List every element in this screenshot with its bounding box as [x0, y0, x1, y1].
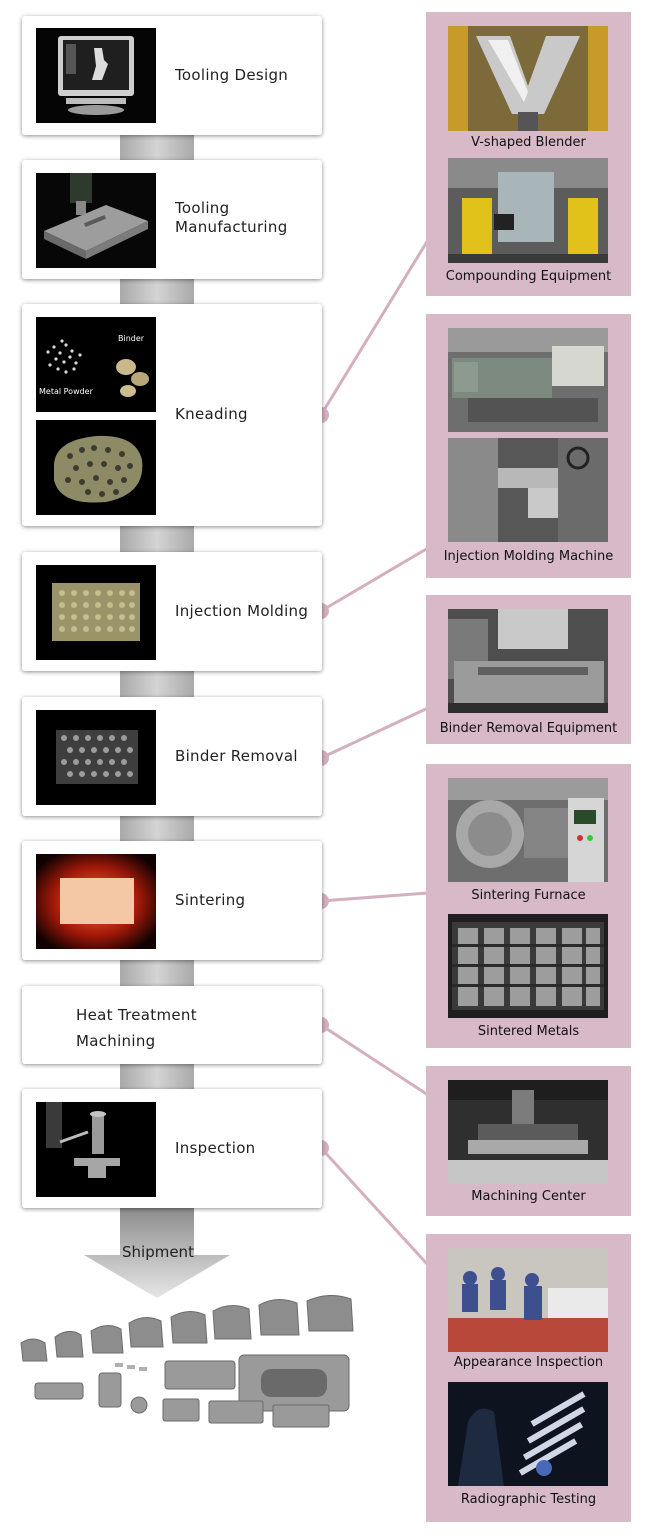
- step-tooling-design: Tooling Design: [22, 16, 322, 135]
- step-binder-removal: Binder Removal: [22, 697, 322, 816]
- equipment-caption: Sintered Metals: [477, 1024, 580, 1039]
- equipment-caption: Binder Removal Equipment: [439, 721, 618, 736]
- sintering-image: [36, 854, 156, 949]
- step-tooling-manufacturing: Tooling Manufacturing: [22, 160, 322, 279]
- equipment-panel-sintering: Sintering Furnace Sintered Metals: [426, 764, 631, 1048]
- equipment-panel-binder-removal: Binder Removal Equipment: [426, 595, 631, 744]
- inspection-image: [36, 1102, 156, 1197]
- injection-molding-machine-image-2: [448, 438, 608, 542]
- equipment-panel-kneading: V-shaped Blender Compounding Equipment: [426, 12, 631, 296]
- step-inspection: Inspection: [22, 1089, 322, 1208]
- binder-removal-equipment-image: [448, 609, 608, 713]
- binder-removal-image: [36, 710, 156, 805]
- shipped-parts-image: [20, 1295, 354, 1428]
- equipment-caption: Radiographic Testing: [460, 1492, 597, 1507]
- equipment-panel-machining: Machining Center: [426, 1066, 631, 1216]
- compounding-equipment-image: [448, 158, 608, 263]
- step-label: Tooling Manufacturing: [175, 199, 288, 236]
- kneaded-feedstock-image: [36, 420, 156, 515]
- equipment-caption: Machining Center: [471, 1189, 586, 1204]
- step-label: Sintering: [175, 891, 246, 909]
- step-label: Heat Treatment Machining: [76, 1006, 197, 1050]
- step-kneading: Binder Metal Powder Kneading: [22, 304, 322, 526]
- step-heat-treatment-machining: Heat Treatment Machining: [22, 986, 322, 1064]
- v-shaped-blender-image: [448, 26, 608, 131]
- step-label: Binder Removal: [175, 747, 298, 765]
- radiographic-testing-image: [448, 1382, 608, 1486]
- shipment-label: Shipment: [122, 1243, 194, 1261]
- equipment-caption: Sintering Furnace: [471, 888, 586, 903]
- sintered-metals-image: [448, 914, 608, 1018]
- tooling-design-image: [36, 28, 156, 123]
- sintering-furnace-image: [448, 778, 608, 882]
- connector-kneading: [319, 239, 430, 416]
- step-sintering: Sintering: [22, 841, 322, 960]
- equipment-caption: Injection Molding Machine: [443, 549, 614, 564]
- injection-molding-machine-image-1: [448, 328, 608, 432]
- metal-powder-label: Metal Powder: [39, 387, 93, 396]
- connector-inspection: [319, 1146, 430, 1267]
- binder-label: Binder: [118, 334, 145, 343]
- step-label: Injection Molding: [175, 602, 309, 620]
- equipment-panel-inspection: Appearance Inspection Radiographic Testi…: [426, 1234, 631, 1522]
- connector-binder-removal: [320, 706, 429, 760]
- connector-sintering: [320, 891, 429, 903]
- injection-molding-image: [36, 565, 156, 660]
- equipment-caption: V-shaped Blender: [471, 135, 586, 150]
- step-injection-molding: Injection Molding: [22, 552, 322, 671]
- equipment-panel-injection: Injection Molding Machine: [426, 314, 631, 578]
- machining-center-image: [448, 1080, 608, 1184]
- step-label: Kneading: [175, 405, 248, 423]
- equipment-caption: Compounding Equipment: [445, 269, 612, 284]
- equipment-caption: Appearance Inspection: [453, 1355, 604, 1370]
- connector-injection: [320, 546, 429, 613]
- metal-powder-binder-image: Binder Metal Powder: [36, 317, 156, 412]
- tooling-manufacturing-image: [36, 173, 156, 268]
- step-label: Tooling Design: [175, 66, 289, 84]
- connector-heat-treatment: [320, 1023, 429, 1097]
- step-label: Inspection: [175, 1139, 256, 1157]
- appearance-inspection-image: [448, 1248, 608, 1352]
